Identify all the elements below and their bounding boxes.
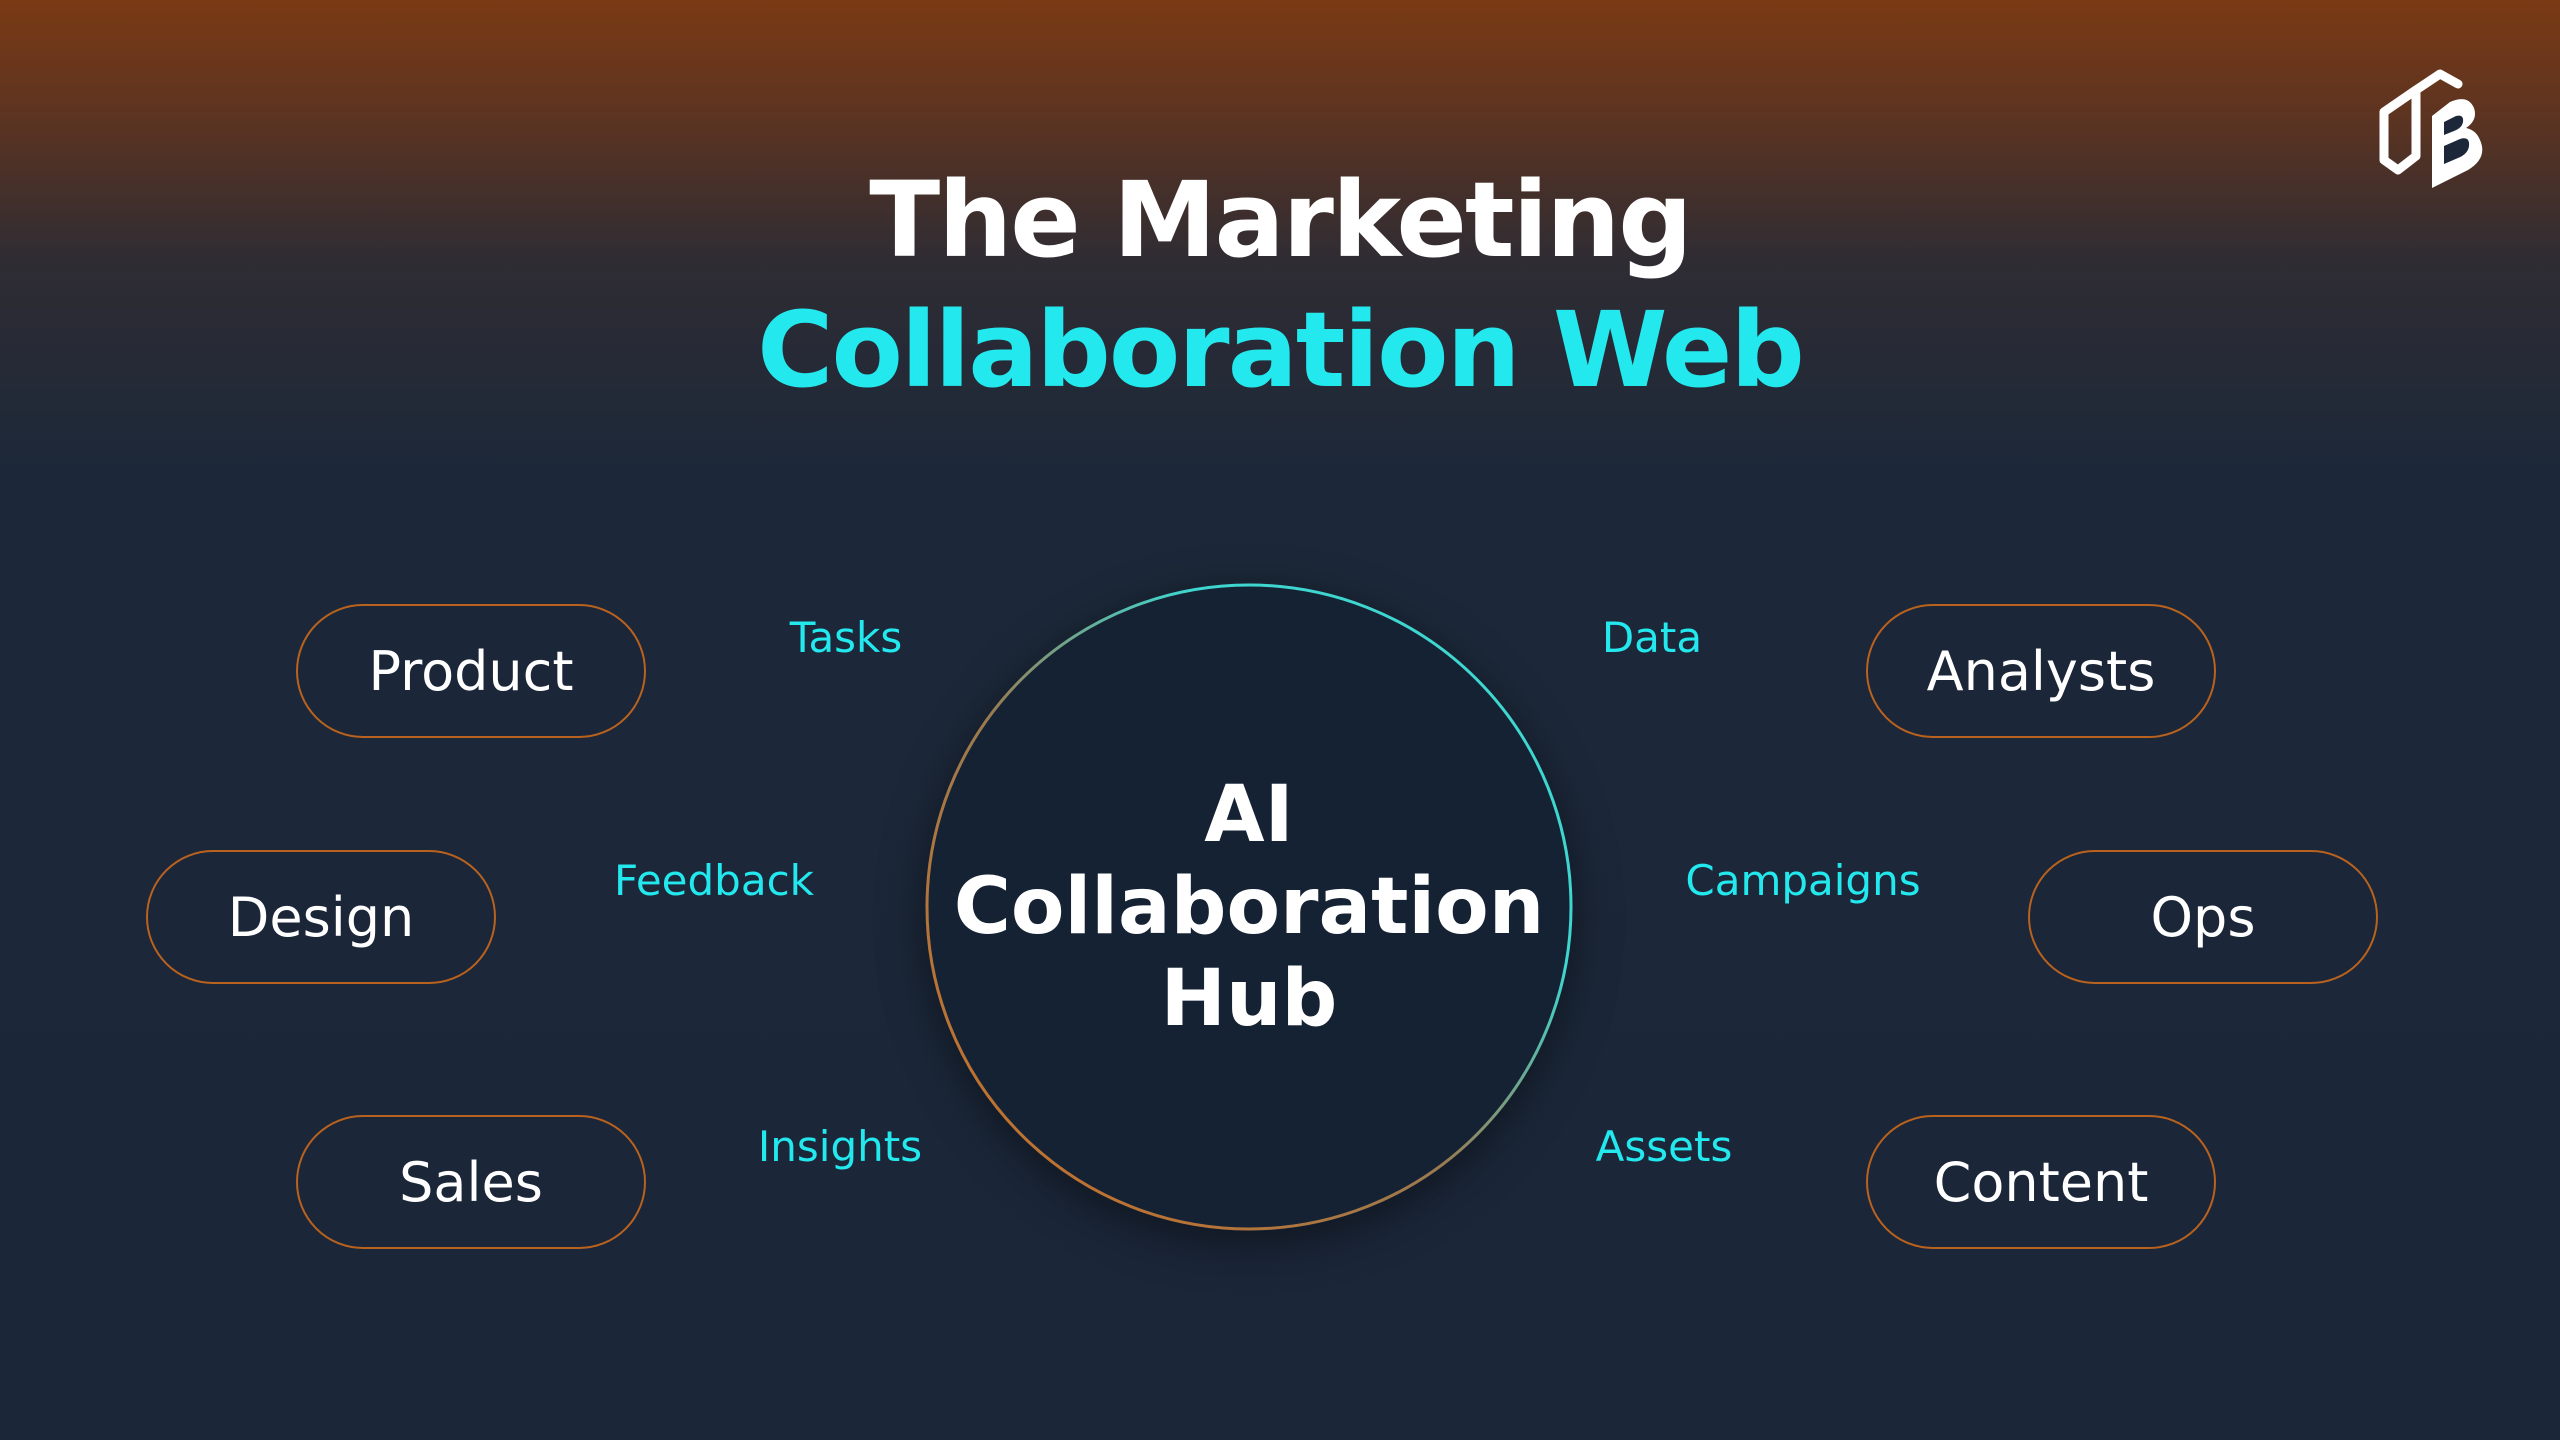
edge-label-tasks: Tasks (789, 613, 903, 662)
node-analysts: Analysts (1866, 604, 2216, 738)
hub-title-line-2: Collaboration (953, 862, 1545, 952)
node-design: Design (146, 850, 496, 984)
node-product: Product (296, 604, 646, 738)
edge-label-campaigns: Campaigns (1685, 856, 1921, 905)
node-sales: Sales (296, 1115, 646, 1249)
edge-label-data: Data (1601, 613, 1703, 662)
hub-title: AI Collaboration Hub (925, 583, 1573, 1231)
node-ops-label: Ops (2150, 885, 2256, 949)
node-content: Content (1866, 1115, 2216, 1249)
title-line-1: The Marketing (869, 159, 1692, 281)
edge-label-insights: Insights (757, 1122, 923, 1171)
node-product-label: Product (368, 639, 574, 703)
hub-circle: AI Collaboration Hub (925, 583, 1573, 1231)
node-sales-label: Sales (399, 1150, 543, 1214)
hub-title-line-3: Hub (1160, 954, 1338, 1044)
node-analysts-label: Analysts (1926, 639, 2156, 703)
title-line-2: Collaboration Web (757, 289, 1805, 411)
node-ops: Ops (2028, 850, 2378, 984)
node-content-label: Content (1933, 1150, 2149, 1214)
brand-logo-icon (2379, 69, 2483, 188)
node-design-label: Design (227, 885, 415, 949)
hub-title-line-1: AI (1204, 770, 1294, 860)
hub-ring (925, 583, 1573, 1231)
edge-label-feedback: Feedback (613, 856, 814, 905)
edge-label-assets: Assets (1595, 1122, 1733, 1171)
